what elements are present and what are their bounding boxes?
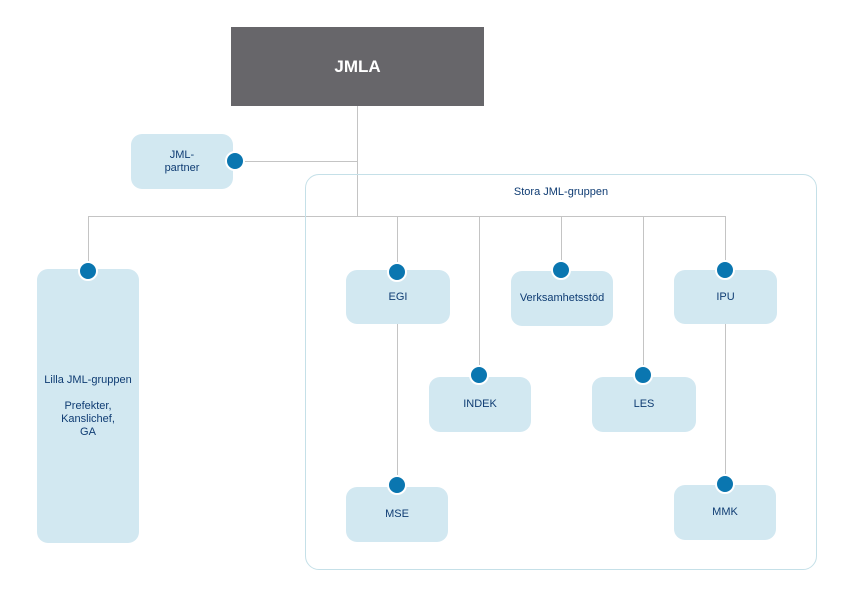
- ipu-label: IPU: [716, 290, 735, 303]
- les-label: LES: [633, 398, 655, 410]
- jmla-root-node[interactable]: JMLA: [231, 27, 484, 106]
- ipu-connector-dot: [714, 259, 735, 280]
- partner-connector-dot: [224, 150, 245, 171]
- jml-partner-node[interactable]: JML- partner: [131, 134, 233, 189]
- indek-node[interactable]: INDEK: [429, 377, 531, 432]
- egi-connector-dot: [386, 261, 407, 282]
- lilla-jml-gruppen-members-line2: GA: [80, 425, 96, 438]
- lilla-jml-gruppen-node[interactable]: Lilla JML-gruppen Prefekter, Kanslichef,…: [37, 269, 139, 543]
- egi-label: EGI: [388, 290, 408, 303]
- lilla-jml-gruppen-members-line1: Prefekter, Kanslichef,: [61, 399, 115, 425]
- verksamhetsstod-label: Verksamhetsstöd: [519, 292, 605, 304]
- lilla-connector-dot: [77, 260, 98, 281]
- indek-label: INDEK: [463, 398, 497, 410]
- jmla-root-label: JMLA: [334, 56, 381, 76]
- verksamhetsstod-node[interactable]: Verksamhetsstöd: [511, 271, 613, 326]
- mmk-label: MMK: [712, 506, 738, 518]
- les-node[interactable]: LES: [592, 377, 696, 432]
- jml-partner-label-line2: partner: [164, 161, 200, 174]
- les-connector-dot: [632, 364, 653, 385]
- stora-jml-gruppen-title: Stora JML-gruppen: [513, 186, 609, 198]
- verksamhetsstod-connector-dot: [550, 259, 571, 280]
- mmk-node[interactable]: MMK: [674, 485, 776, 540]
- lilla-jml-gruppen-label: Lilla JML-gruppen: [44, 373, 132, 386]
- stora-jml-gruppen-container: [305, 174, 817, 570]
- mmk-connector-dot: [714, 473, 735, 494]
- indek-connector-dot: [468, 364, 489, 385]
- mse-label: MSE: [385, 508, 409, 520]
- mse-node[interactable]: MSE: [346, 487, 448, 542]
- jml-partner-label-line1: JML-: [169, 148, 195, 161]
- mse-connector-dot: [386, 474, 407, 495]
